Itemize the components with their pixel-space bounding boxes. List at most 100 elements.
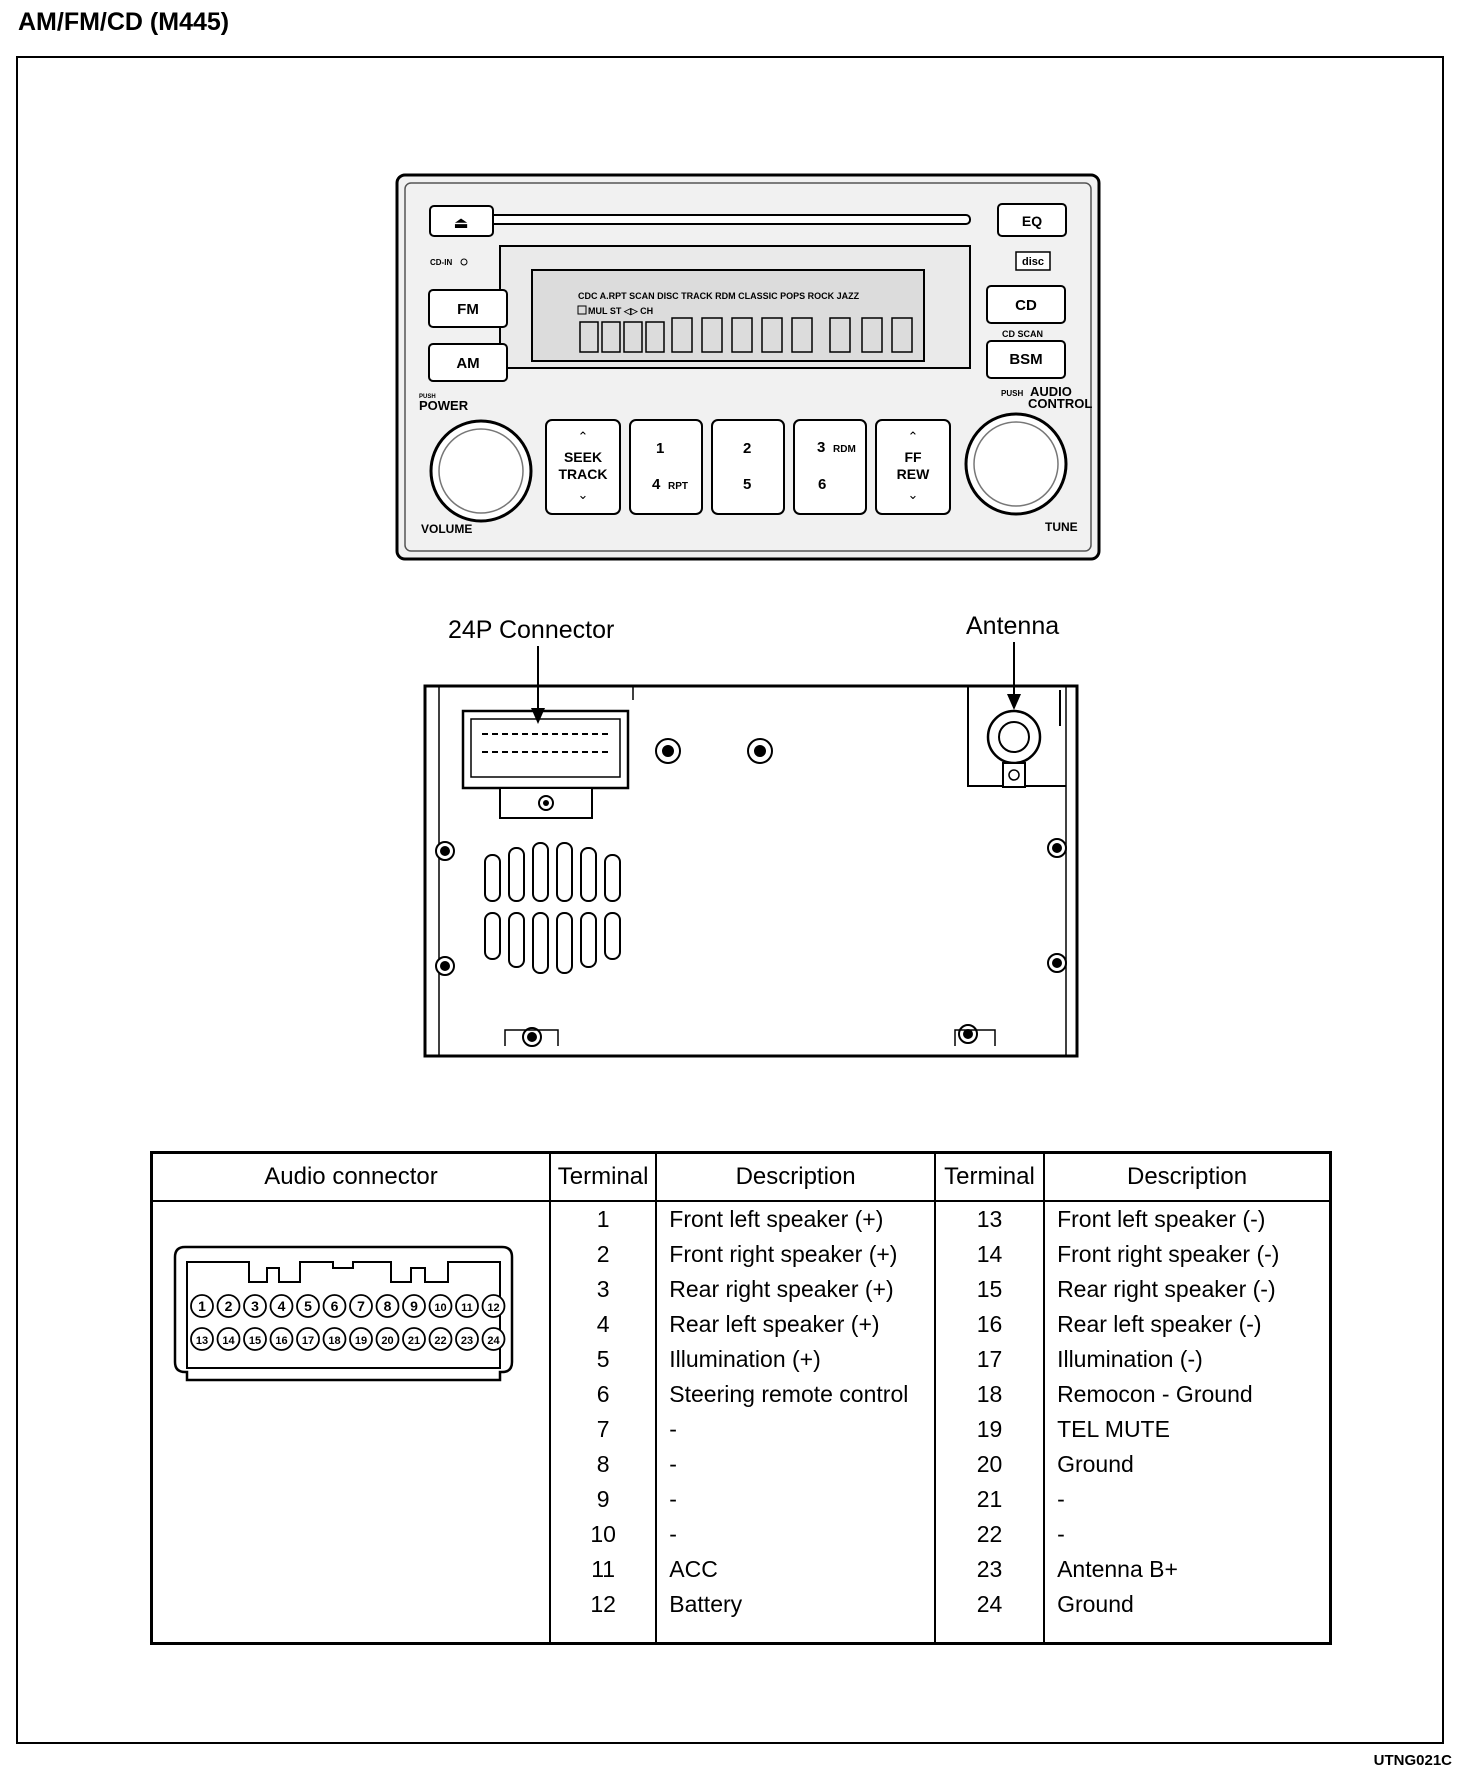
terminal-description: ACC <box>669 1556 718 1582</box>
terminal-description: Ground <box>1057 1591 1134 1617</box>
head-unit-rear <box>423 642 1079 1058</box>
description-column-right: Front left speaker (-) Front right speake… <box>1043 1201 1331 1644</box>
am-button[interactable] <box>428 343 508 382</box>
connector-pin-number: 14 <box>222 1335 235 1347</box>
terminal-description: TEL MUTE <box>1057 1416 1170 1442</box>
terminal-description: Rear left speaker (-) <box>1057 1311 1262 1337</box>
terminal-number: 5 <box>596 1346 610 1372</box>
chevron-down-icon: ⌄ <box>908 487 919 502</box>
terminal-number: 24 <box>976 1591 1003 1617</box>
connector-pin-number: 18 <box>328 1335 340 1347</box>
volume-knob[interactable] <box>429 419 533 523</box>
preset-3-6-button[interactable] <box>793 419 867 515</box>
terminal-number: 9 <box>596 1486 610 1512</box>
audio-label: AUDIO <box>1030 384 1072 399</box>
connector-pin <box>481 1327 506 1351</box>
terminal-description: Antenna B+ <box>1057 1556 1178 1582</box>
push-label-left: PUSH <box>419 394 436 400</box>
connector-pin <box>296 1327 320 1351</box>
terminal-description: Illumination (+) <box>669 1346 821 1372</box>
terminal-description: Front right speaker (+) <box>669 1241 898 1267</box>
terminal-description: - <box>669 1451 677 1477</box>
connector-pin <box>349 1294 373 1318</box>
ventilation-grille <box>484 842 621 974</box>
eject-icon: ⏏ <box>453 215 468 232</box>
am-label: AM <box>456 355 479 372</box>
terminal-number: 12 <box>590 1591 616 1617</box>
terminal-description: Rear right speaker (+) <box>669 1276 894 1302</box>
preset-1-label: 1 <box>656 440 664 457</box>
connector-pin <box>269 1327 294 1351</box>
control-label: CONTROL <box>1028 396 1092 411</box>
header-description-right: Description <box>1043 1152 1331 1202</box>
terminal-description: - <box>1057 1521 1065 1547</box>
connector-pin-number: 16 <box>275 1335 287 1347</box>
terminal-number: 14 <box>976 1241 1003 1267</box>
ff-label: FF <box>904 449 922 465</box>
bsm-button[interactable] <box>986 340 1066 379</box>
terminal-number: 21 <box>976 1486 1003 1512</box>
diagram-frame <box>16 56 1444 1744</box>
chevron-up-icon: ⌃ <box>578 429 589 444</box>
connector-pin-number: 13 <box>196 1335 208 1347</box>
terminal-number: 23 <box>976 1556 1003 1582</box>
connector-pin-number: 1 <box>198 1298 206 1314</box>
terminal-number: 15 <box>976 1276 1003 1302</box>
terminal-description: Front left speaker (-) <box>1057 1206 1266 1232</box>
connector-pin <box>455 1327 479 1351</box>
page-title: AM/FM/CD (M445) <box>18 8 230 36</box>
pinout-table: Audio connector Terminal Description Ter… <box>150 1151 1332 1645</box>
terminal-number: 7 <box>596 1416 610 1442</box>
terminal-description: - <box>1057 1486 1065 1512</box>
connector-pin <box>190 1327 214 1351</box>
connector-pin <box>402 1327 426 1351</box>
terminal-number: 4 <box>596 1311 610 1337</box>
terminal-number: 19 <box>976 1416 1003 1442</box>
bsm-label: BSM <box>1009 351 1042 368</box>
connector-pin-number: 7 <box>357 1298 365 1314</box>
preset-1-4-button[interactable] <box>629 419 703 515</box>
seek-track-button[interactable] <box>545 419 621 515</box>
connector-pin <box>481 1294 506 1318</box>
connector-pin-number: 22 <box>434 1335 446 1347</box>
terminal-description: Front right speaker (-) <box>1057 1241 1280 1267</box>
eject-button[interactable] <box>429 205 494 237</box>
eq-button[interactable] <box>997 203 1067 237</box>
header-description-left: Description <box>655 1152 935 1202</box>
terminal-number: 10 <box>590 1521 616 1547</box>
terminal-number: 16 <box>976 1311 1003 1337</box>
radio-illustration: ⏏ EQ CD-IN disc CDC A.RPT SCAN DISC TRAC… <box>395 173 1101 1058</box>
connector-callout: 24P Connector <box>448 616 615 644</box>
cd-button[interactable] <box>986 285 1066 324</box>
connector-pin <box>243 1327 267 1351</box>
connector-pin <box>375 1327 400 1351</box>
connector-pin-number: 19 <box>355 1335 367 1347</box>
diagram-code: UTNG021C <box>1373 1752 1452 1769</box>
connector-pin-number: 5 <box>304 1298 312 1314</box>
chevron-down-icon: ⌄ <box>578 487 589 502</box>
chevron-up-icon: ⌃ <box>908 429 919 444</box>
connector-pin <box>296 1294 320 1318</box>
fm-button[interactable] <box>428 289 508 328</box>
connector-pin <box>402 1294 426 1318</box>
connector-pin-number: 15 <box>249 1335 261 1347</box>
track-label: TRACK <box>559 466 608 482</box>
connector-pin-number: 3 <box>251 1298 259 1314</box>
preset-4-label: 4 <box>652 476 661 493</box>
terminal-description: - <box>669 1416 677 1442</box>
terminal-number: 1 <box>596 1206 610 1232</box>
terminal-description: Rear right speaker (-) <box>1057 1276 1276 1302</box>
description-column-left: Front left speaker (+)Front right speake… <box>655 1201 935 1644</box>
preset-6-label: 6 <box>818 476 826 493</box>
connector-pin <box>455 1294 479 1318</box>
terminal-description: Steering remote control <box>669 1381 909 1407</box>
tune-knob[interactable] <box>964 412 1068 516</box>
preset-2-5-button[interactable] <box>711 419 785 515</box>
connector-pin <box>322 1327 347 1351</box>
connector-pin <box>322 1294 347 1318</box>
connector-pin <box>269 1294 294 1318</box>
ff-rew-button[interactable] <box>875 419 951 515</box>
